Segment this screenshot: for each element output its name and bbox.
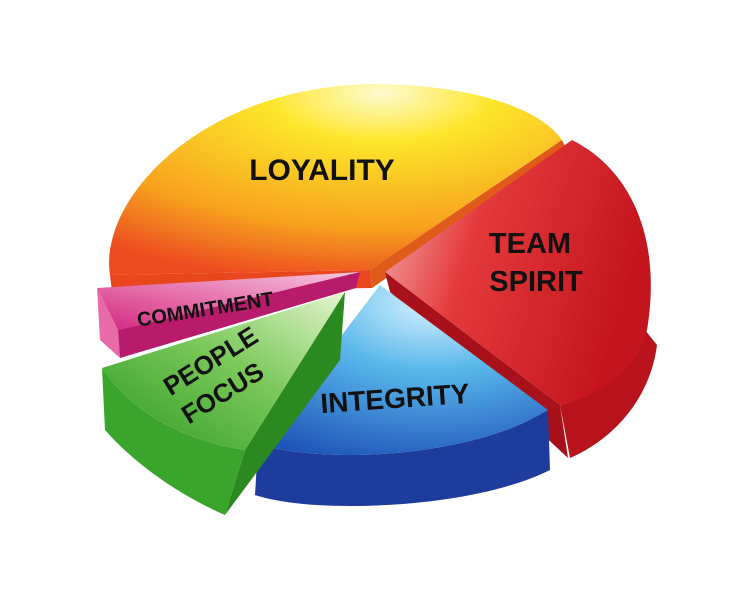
label-loyality: LOYALITY [249,154,395,187]
slice-people-focus [102,292,345,515]
slice-integrity [255,285,550,506]
slice-commitment [97,272,360,358]
label-team: TEAM [489,228,571,260]
label-spirit: SPIRIT [489,266,583,298]
